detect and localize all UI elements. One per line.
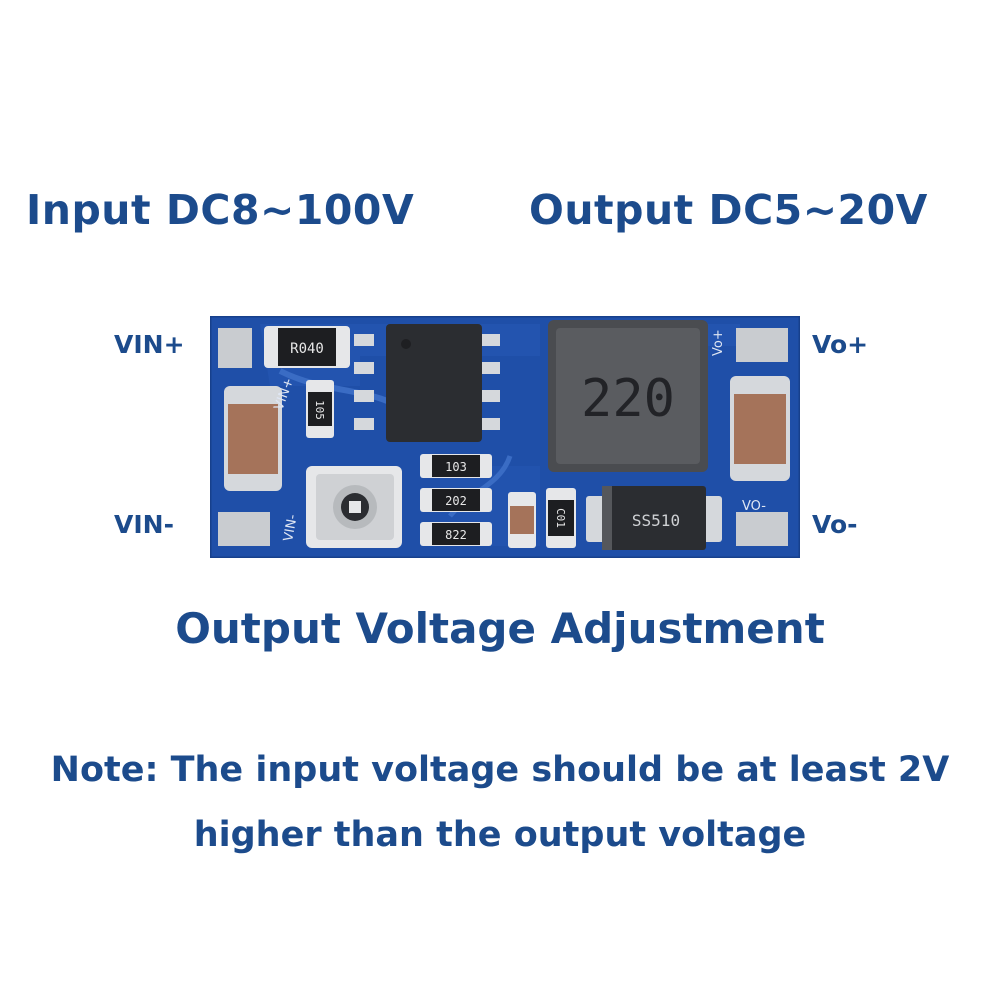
power-inductor: 220: [548, 320, 708, 472]
svg-text:C01: C01: [554, 508, 567, 528]
small-diode: C01: [546, 488, 576, 548]
silk-vo-plus: Vo+: [711, 329, 726, 356]
silk-vin-minus: VIN-: [281, 513, 301, 543]
pcb-board-image: R040 105 VIN+ VIN- Vo+ VO- 220 103: [210, 316, 800, 558]
output-voltage-heading: Output DC5~20V: [529, 186, 928, 234]
svg-text:202: 202: [445, 494, 467, 508]
voltage-adjust-potentiometer: [306, 466, 402, 548]
svg-text:SS510: SS510: [632, 511, 680, 530]
r040-marking: R040: [290, 341, 324, 357]
svg-text:822: 822: [445, 528, 467, 542]
vo-plus-label: Vo+: [812, 330, 869, 359]
schottky-diode: SS510: [586, 486, 722, 550]
vo-minus-label: Vo-: [812, 510, 858, 539]
vo-plus-pad: [736, 328, 788, 362]
inductor-marking: 220: [581, 369, 675, 429]
resistor-103: 103: [420, 454, 492, 478]
input-voltage-heading: Input DC8~100V: [26, 186, 415, 234]
output-voltage-adjustment-label: Output Voltage Adjustment: [175, 604, 825, 653]
vin-minus-label: VIN-: [114, 510, 174, 539]
vo-minus-pad: [736, 512, 788, 546]
cap-105-marking: 105: [313, 400, 326, 420]
svg-text:103: 103: [445, 460, 467, 474]
resistor-202: 202: [420, 488, 492, 512]
vin-minus-pad: [218, 512, 270, 546]
silk-vo-minus: VO-: [742, 499, 766, 514]
resistor-822: 822: [420, 522, 492, 546]
controller-ic: [354, 324, 500, 442]
vin-plus-pad: [218, 328, 252, 368]
note-line-2: higher than the output voltage: [193, 815, 807, 855]
note-line-1: Note: The input voltage should be at lea…: [50, 750, 950, 790]
vin-plus-label: VIN+: [114, 330, 185, 359]
